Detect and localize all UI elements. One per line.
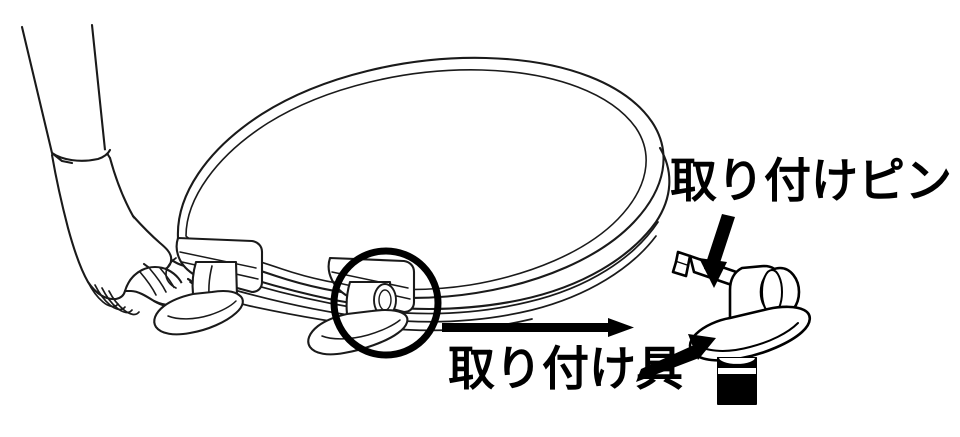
label-mounting-pin: 取り付けピン	[670, 154, 952, 209]
label-mounting-bracket: 取り付け具	[448, 342, 683, 397]
mounting-bracket-right	[307, 280, 409, 356]
bracket-pointer-arrow	[636, 334, 716, 382]
line-art-group	[20, 23, 812, 405]
annotation-arrows	[442, 214, 735, 382]
detail-callout-circle	[330, 247, 442, 359]
mounting-bracket-left	[153, 260, 244, 336]
bracket-callout-arrow	[442, 318, 634, 337]
pin-pointer-arrow	[699, 214, 735, 288]
arm-sleeve	[20, 23, 112, 165]
hand	[50, 153, 196, 316]
